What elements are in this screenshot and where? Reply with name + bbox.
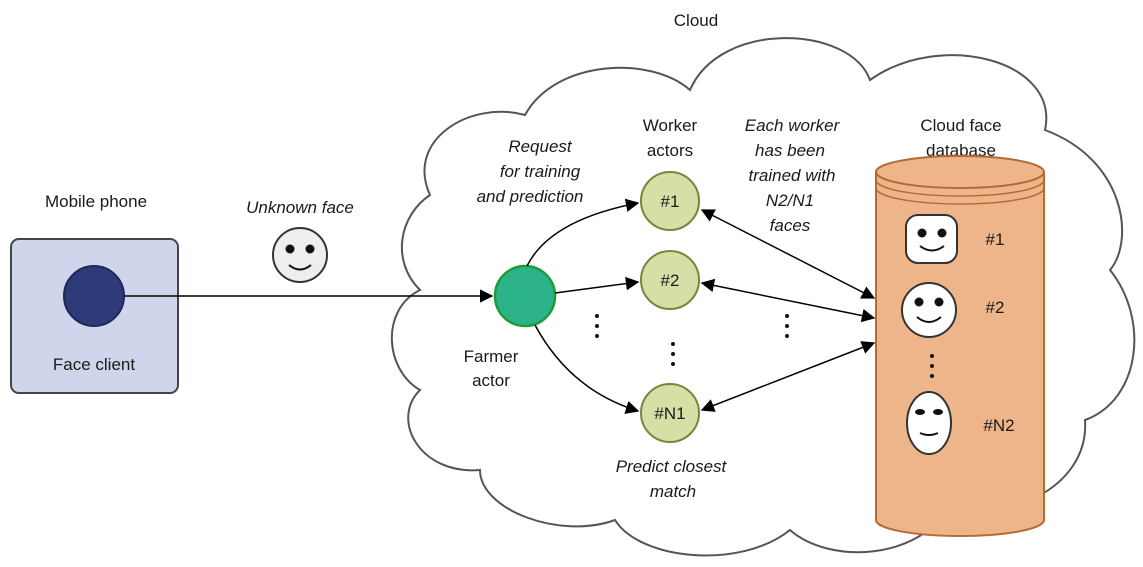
ellipsis-dots-workers [671,342,675,366]
ellipsis-dots-left [595,314,599,338]
workerN1-database-arrow [700,341,876,412]
cloud-label: Cloud [674,11,718,30]
worker-actors-title-line2: actors [647,141,693,160]
farmer-to-worker2-arrow [554,276,640,294]
cloud-face-database [875,155,1045,537]
request-label-line1: Request [508,137,573,156]
farmer-actor-node [493,264,557,328]
unknown-face-icon [272,227,328,283]
worker-note-line1: Each worker [745,116,841,135]
database-face-1-icon [905,214,958,264]
worker2-database-arrow [700,278,876,323]
ellipsis-dots-database [930,354,934,378]
worker-node-N1-label: #N1 [654,404,685,423]
database-entry-1-label: #1 [986,230,1005,249]
face-client-label: Face client [53,355,135,374]
farmer-label-line1: Farmer [464,347,519,366]
mobile-phone-label: Mobile phone [45,192,147,211]
request-label-line2: for training [500,162,581,181]
worker-node-1-label: #1 [661,192,680,211]
database-face-N2-icon [906,391,952,455]
worker-node-1: #1 [640,171,700,231]
database-title-line2: database [926,141,996,160]
worker-node-N1: #N1 [640,383,700,443]
worker-node-2: #2 [640,250,700,310]
worker-note-line2: has been [755,141,825,160]
database-entry-N2-label: #N2 [983,416,1014,435]
farmer-to-workerN1-arrow [534,324,640,414]
face-client-node [63,265,125,327]
farmer-to-worker1-arrow [526,198,640,267]
worker-note-line5: faces [770,216,811,235]
database-face-2-icon [901,282,957,338]
unknown-face-label: Unknown face [246,198,354,217]
predict-label-line2: match [650,482,696,501]
database-entry-2-label: #2 [986,298,1005,317]
farmer-label-line2: actor [472,371,510,390]
database-title-line1: Cloud face [920,116,1001,135]
request-label-line3: and prediction [477,187,584,206]
worker-node-2-label: #2 [661,271,680,290]
worker-note-line3: trained with [749,166,836,185]
worker-note-line4: N2/N1 [766,191,814,210]
predict-label-line1: Predict closest [616,457,728,476]
worker-actors-title-line1: Worker [643,116,698,135]
